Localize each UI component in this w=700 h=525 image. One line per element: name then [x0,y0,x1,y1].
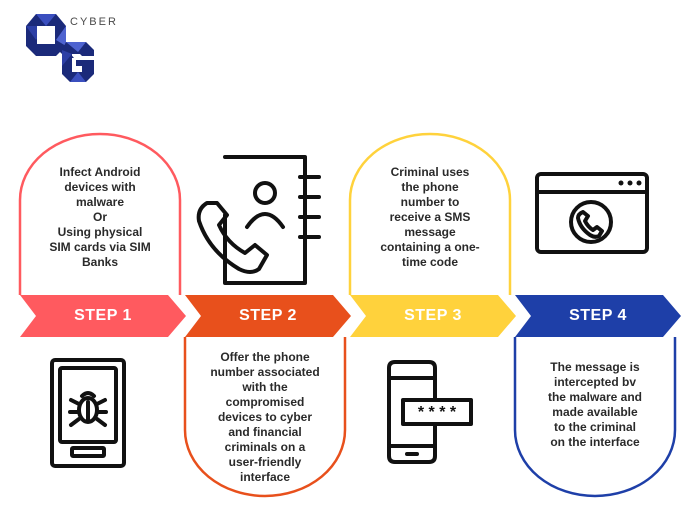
otp-mask: * * * * [417,404,457,421]
step2-bottom-card [183,337,347,498]
browser-call-icon [535,172,649,254]
step2-label: STEP 2 [239,307,297,324]
step4-arrow [515,295,681,337]
bug-phone-icon [50,358,126,468]
step3-description: Criminal uses the phone number to receiv… [380,165,480,269]
step3-label: STEP 3 [404,307,462,324]
step4-label: STEP 4 [569,307,627,324]
step4-bottom-card [513,337,677,498]
brand-logo-icon [26,14,94,82]
step1-arrow [20,295,186,337]
step1-description: Infect Android devices with malware Or U… [49,165,151,269]
step1-top-card [18,132,182,295]
step2-description: Offer the phone number associated with t… [210,350,320,484]
step4-description: The message is intercepted bv the malwar… [547,360,643,449]
step3-arrow [350,295,516,337]
password-phone-icon [387,360,473,464]
step2-arrow [185,295,351,337]
step3-top-card [348,132,512,295]
contacts-phone-icon [196,155,321,285]
brand-name: CYBER [70,16,118,28]
step1-label: STEP 1 [74,307,132,324]
